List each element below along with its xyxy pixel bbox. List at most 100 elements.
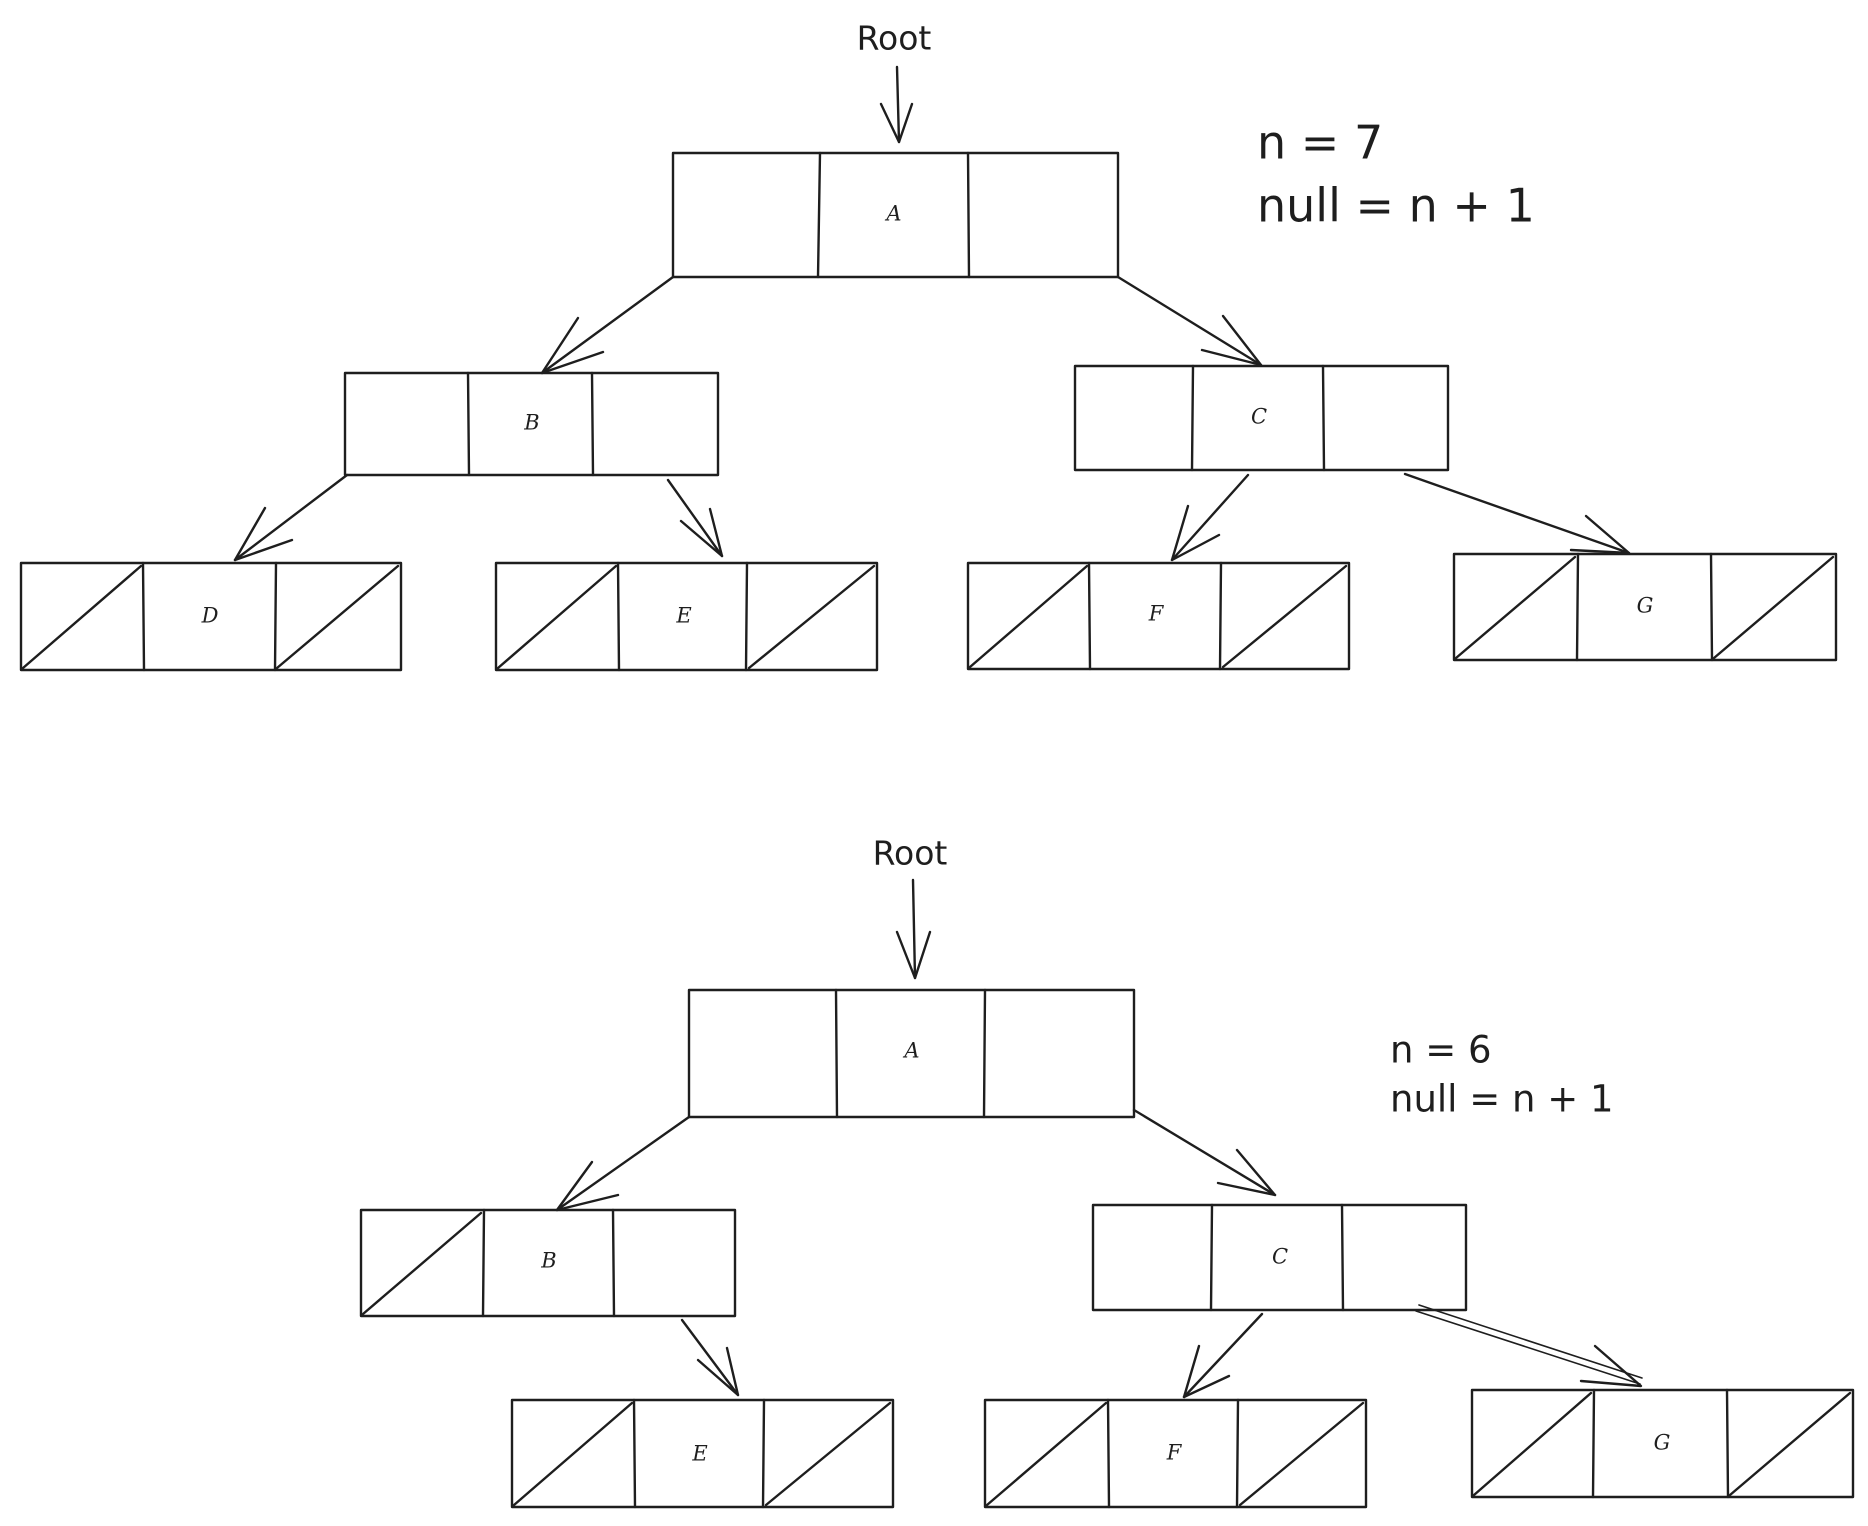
tree-node-c: C bbox=[1091, 1203, 1468, 1312]
root-pointer-1: Root bbox=[857, 19, 932, 144]
node-divider bbox=[1709, 552, 1714, 662]
tree-node-f: F bbox=[983, 1398, 1368, 1509]
root-arrowhead bbox=[879, 102, 914, 144]
node-divider bbox=[590, 371, 595, 477]
null-left-slash bbox=[21, 564, 143, 670]
node-count-text: n = 7 bbox=[1257, 116, 1383, 170]
null-right-slash bbox=[1221, 564, 1348, 669]
node-divider bbox=[1106, 1398, 1111, 1509]
edge-b-d bbox=[233, 473, 349, 562]
node-divider bbox=[616, 561, 621, 672]
null-left-slash bbox=[496, 564, 618, 670]
node-box bbox=[966, 561, 1351, 671]
edge-a-c bbox=[1132, 1108, 1277, 1197]
tree-node-c: C bbox=[1073, 364, 1450, 472]
node-box bbox=[1452, 552, 1838, 662]
node-divider bbox=[744, 561, 749, 672]
node-divider bbox=[982, 988, 987, 1119]
node-divider bbox=[1209, 1203, 1214, 1312]
edge-arrowhead bbox=[1182, 1344, 1231, 1399]
node-divider bbox=[273, 561, 278, 672]
node-divider bbox=[966, 151, 971, 279]
edge-c-g bbox=[1415, 1304, 1643, 1388]
edge-c-f bbox=[1182, 1312, 1264, 1399]
edge-b-e bbox=[666, 478, 724, 558]
node-divider bbox=[481, 1208, 486, 1318]
null-left-slash bbox=[985, 1401, 1108, 1507]
edge-a-b bbox=[540, 275, 675, 375]
tree-node-d: D bbox=[19, 561, 403, 672]
node-divider bbox=[834, 988, 839, 1119]
node-divider bbox=[632, 1398, 637, 1509]
node-box bbox=[687, 988, 1136, 1119]
node-divider bbox=[1575, 552, 1580, 662]
null-left-slash bbox=[361, 1211, 483, 1316]
node-divider bbox=[816, 151, 822, 279]
edge-c-g bbox=[1403, 472, 1631, 555]
node-label-a: A bbox=[902, 1039, 919, 1063]
edge-c-f bbox=[1170, 473, 1250, 562]
node-label-g: G bbox=[1654, 1431, 1671, 1455]
node-divider bbox=[1218, 561, 1223, 671]
node-divider bbox=[1190, 364, 1195, 472]
tree-node-b: B bbox=[359, 1208, 737, 1318]
node-label-f: F bbox=[1148, 602, 1165, 626]
node-label-c: C bbox=[1272, 1245, 1288, 1269]
tree-node-b: B bbox=[343, 371, 720, 477]
null-left-slash bbox=[968, 564, 1089, 669]
node-divider bbox=[1340, 1203, 1345, 1312]
node-divider bbox=[611, 1208, 616, 1318]
node-box bbox=[359, 1208, 737, 1318]
edge-arrowhead bbox=[1170, 504, 1221, 562]
node-count-text: n = 6 bbox=[1390, 1029, 1492, 1072]
null-left-slash bbox=[1472, 1391, 1593, 1497]
annotation-2: n = 6 null = n + 1 bbox=[1390, 1029, 1614, 1121]
edge-arrowhead bbox=[1216, 1148, 1277, 1197]
edge-arrowhead bbox=[1579, 1344, 1643, 1388]
null-left-slash bbox=[512, 1401, 634, 1507]
edge-arrowhead bbox=[540, 316, 605, 375]
node-box bbox=[671, 151, 1120, 279]
null-right-slash bbox=[1728, 1391, 1852, 1497]
null-left-slash bbox=[1454, 555, 1577, 660]
node-label-d: D bbox=[201, 604, 219, 628]
annotation-1: n = 7 null = n + 1 bbox=[1257, 116, 1535, 233]
root-arrowhead bbox=[895, 930, 932, 980]
null-right-slash bbox=[1238, 1401, 1365, 1507]
node-label-c: C bbox=[1251, 405, 1267, 429]
root-arrow-shaft bbox=[911, 878, 917, 980]
root-label: Root bbox=[857, 19, 932, 58]
node-divider bbox=[1321, 364, 1326, 472]
edge-b-e bbox=[680, 1318, 740, 1397]
node-divider bbox=[1235, 1398, 1240, 1509]
tree-node-e: E bbox=[510, 1398, 895, 1509]
edge-arrowhead bbox=[233, 506, 294, 562]
edge-a-b bbox=[555, 1115, 691, 1212]
edge-arrowhead bbox=[1200, 314, 1263, 367]
root-arrow-shaft bbox=[895, 65, 901, 144]
node-divider bbox=[466, 371, 471, 477]
tree-node-a: A bbox=[687, 988, 1136, 1119]
tree-node-a: A bbox=[671, 151, 1120, 279]
node-label-b: B bbox=[540, 1249, 556, 1273]
node-label-f: F bbox=[1166, 1441, 1183, 1465]
node-box bbox=[494, 561, 879, 672]
edge-arrowhead bbox=[1569, 514, 1631, 555]
null-right-slash bbox=[1712, 555, 1835, 660]
null-right-slash bbox=[764, 1401, 892, 1507]
tree-node-g: G bbox=[1470, 1388, 1855, 1499]
node-label-e: E bbox=[691, 1442, 707, 1466]
null-right-slash bbox=[275, 564, 400, 670]
node-label-e: E bbox=[675, 604, 691, 628]
node-box bbox=[1091, 1203, 1468, 1312]
node-divider bbox=[1591, 1388, 1596, 1499]
null-formula-text: null = n + 1 bbox=[1390, 1078, 1614, 1121]
node-box bbox=[983, 1398, 1368, 1509]
node-divider bbox=[1725, 1388, 1730, 1499]
tree-diagram-2: Root n = 6 null = n + 1 A B bbox=[359, 834, 1855, 1509]
node-divider bbox=[141, 561, 146, 672]
root-pointer-2: Root bbox=[873, 834, 947, 980]
null-formula-text: null = n + 1 bbox=[1257, 179, 1535, 233]
